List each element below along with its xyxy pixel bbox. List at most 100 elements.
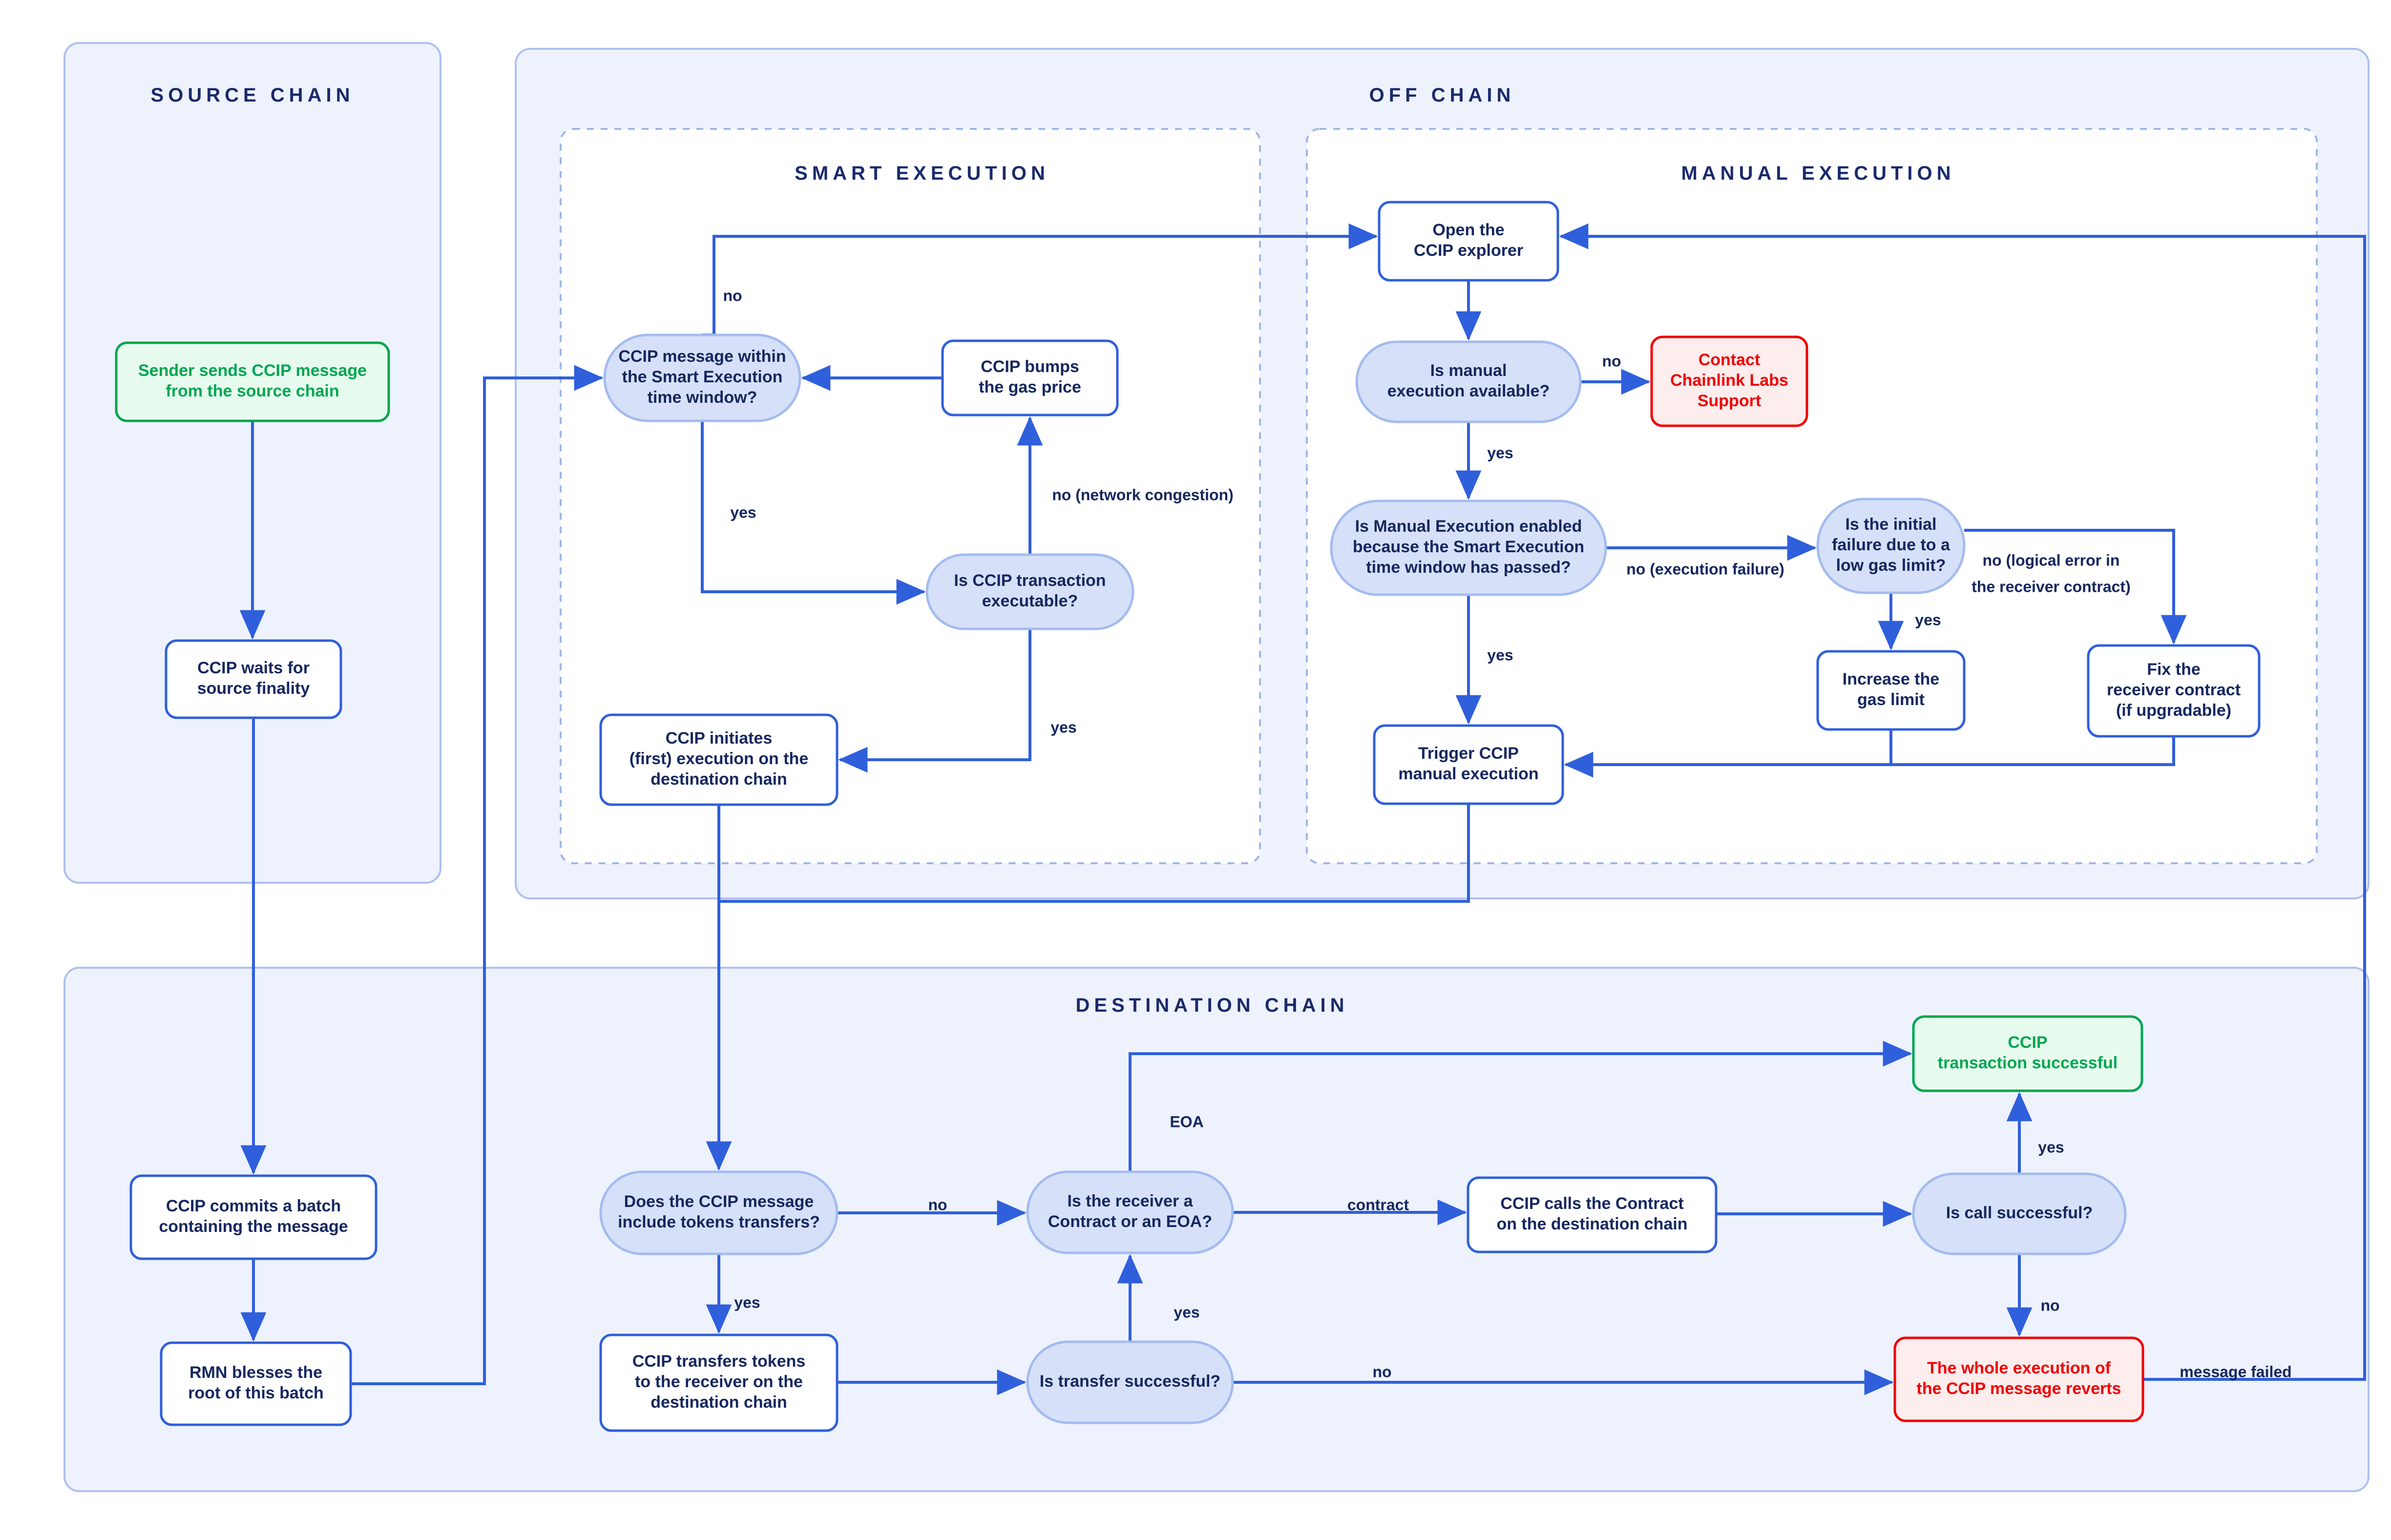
node-shape[interactable] (115, 341, 390, 422)
node-label: The whole execution of (1927, 1359, 2111, 1377)
edge-label-lbl-yes-transfer: yes (1174, 1303, 1199, 1321)
node-label: the Smart Execution (622, 368, 783, 386)
node-shape[interactable] (1912, 1172, 2127, 1255)
subgroup-manual-execution: MANUAL EXECUTION (1306, 128, 2318, 864)
node-label: Is manual (1430, 361, 1507, 380)
edge-label-lbl-contract: contract (1347, 1196, 1409, 1213)
node-shape[interactable] (599, 1170, 839, 1255)
node-label: CCIP commits a batch (166, 1197, 341, 1215)
node-call-success[interactable]: Is call successful? (1912, 1172, 2127, 1255)
edge-window-yes-exec (701, 421, 926, 605)
node-label: transaction successful (1938, 1054, 2118, 1072)
node-label: Is the initial (1845, 515, 1936, 534)
edge-label-lbl-no-exec-failure: no (execution failure) (1626, 560, 1784, 578)
node-shape[interactable] (599, 713, 839, 806)
node-shape[interactable] (1467, 1176, 1718, 1253)
node-shape[interactable] (1378, 201, 1559, 282)
lane-title: OFF CHAIN (1369, 84, 1515, 106)
node-shape[interactable] (1026, 1340, 1234, 1424)
node-shape[interactable] (1373, 724, 1564, 805)
node-label: Chainlink Labs (1670, 371, 1788, 390)
node-initiates-exec[interactable]: CCIP initiates(first) execution on thede… (599, 713, 839, 806)
node-label: destination chain (650, 770, 787, 789)
node-label: Contract or an EOA? (1048, 1212, 1212, 1231)
edge-label-lbl-yes-window: yes (730, 503, 756, 521)
node-label: on the destination chain (1496, 1215, 1687, 1233)
edge-revert-to-explorer (1559, 223, 2366, 1381)
node-shape[interactable] (1650, 335, 1808, 427)
edges-layer (239, 223, 2366, 1395)
node-shape[interactable] (1026, 1170, 1234, 1254)
edge-receiver-eoa-success (1129, 1041, 1912, 1172)
edge-label-lbl-no-logical-2: the receiver contract) (1972, 578, 2130, 595)
edge-fix-to-trigger (1891, 736, 2175, 766)
edge-label-lbl-yes-executable: yes (1050, 718, 1076, 736)
node-shape[interactable] (129, 1174, 378, 1260)
edge-label-lbl-yes-tokens: yes (734, 1293, 760, 1311)
subgroup-title: SMART EXECUTION (795, 163, 1049, 184)
node-label: failure due to a (1832, 536, 1951, 554)
node-label: CCIP initiates (666, 729, 773, 748)
edge-label-lbl-eoa: EOA (1170, 1113, 1203, 1130)
edge-label-lbl-no-window: no (723, 287, 742, 304)
node-label: Is Manual Execution enabled (1355, 517, 1582, 536)
node-shape[interactable] (603, 333, 801, 422)
node-waits-finality[interactable]: CCIP waits for source finality (165, 639, 342, 719)
edge-label-lbl-no-manual: no (1602, 352, 1621, 370)
node-label: time window? (648, 388, 757, 407)
node-shape[interactable] (160, 1341, 352, 1426)
subgroups-layer: SMART EXECUTION MANUAL EXECUTION (560, 128, 2318, 864)
node-label: source finality (197, 679, 310, 698)
node-label: root of this batch (188, 1384, 324, 1402)
node-shape[interactable] (2087, 644, 2261, 738)
subgroup-smart-execution: SMART EXECUTION (560, 128, 1261, 864)
edge-label-lbl-yes-call: yes (2038, 1138, 2064, 1156)
edge-label-lbl-yes-manual: yes (1487, 444, 1513, 461)
node-shape[interactable] (1912, 1015, 2143, 1092)
node-label: low gas limit? (1836, 556, 1946, 575)
node-label: CCIP waits for (197, 659, 310, 677)
node-shape[interactable] (1816, 650, 1966, 731)
node-initial-failure[interactable]: Is the initial failure due to a low gas li… (1816, 498, 1966, 594)
node-transfer-success[interactable]: Is transfer successful? (1026, 1340, 1234, 1424)
node-label: Is CCIP transaction (954, 571, 1106, 590)
node-shape[interactable] (1893, 1336, 2144, 1422)
node-shape[interactable] (1355, 340, 1582, 423)
node-shape[interactable] (925, 553, 1134, 630)
node-label: CCIP transfers tokens (632, 1352, 806, 1371)
node-shape[interactable] (599, 1333, 839, 1432)
node-transfers-tokens[interactable]: CCIP transfers tokens to the receiver on … (599, 1333, 839, 1432)
node-label: Is transfer successful? (1040, 1372, 1220, 1391)
node-label: Does the CCIP message (624, 1192, 814, 1211)
node-shape[interactable] (941, 339, 1119, 416)
node-shape[interactable] (1330, 499, 1607, 596)
subgroup-title: MANUAL EXECUTION (1681, 163, 1955, 184)
node-label: CCIP explorer (1414, 241, 1523, 260)
node-label: time window has passed? (1366, 558, 1571, 577)
node-shape[interactable] (1816, 498, 1966, 594)
lane-title: SOURCE CHAIN (151, 84, 355, 106)
node-label: to the receiver on the (635, 1373, 803, 1391)
node-label: CCIP bumps (981, 357, 1079, 376)
node-label: gas limit (1857, 690, 1925, 709)
node-shape[interactable] (165, 639, 342, 719)
